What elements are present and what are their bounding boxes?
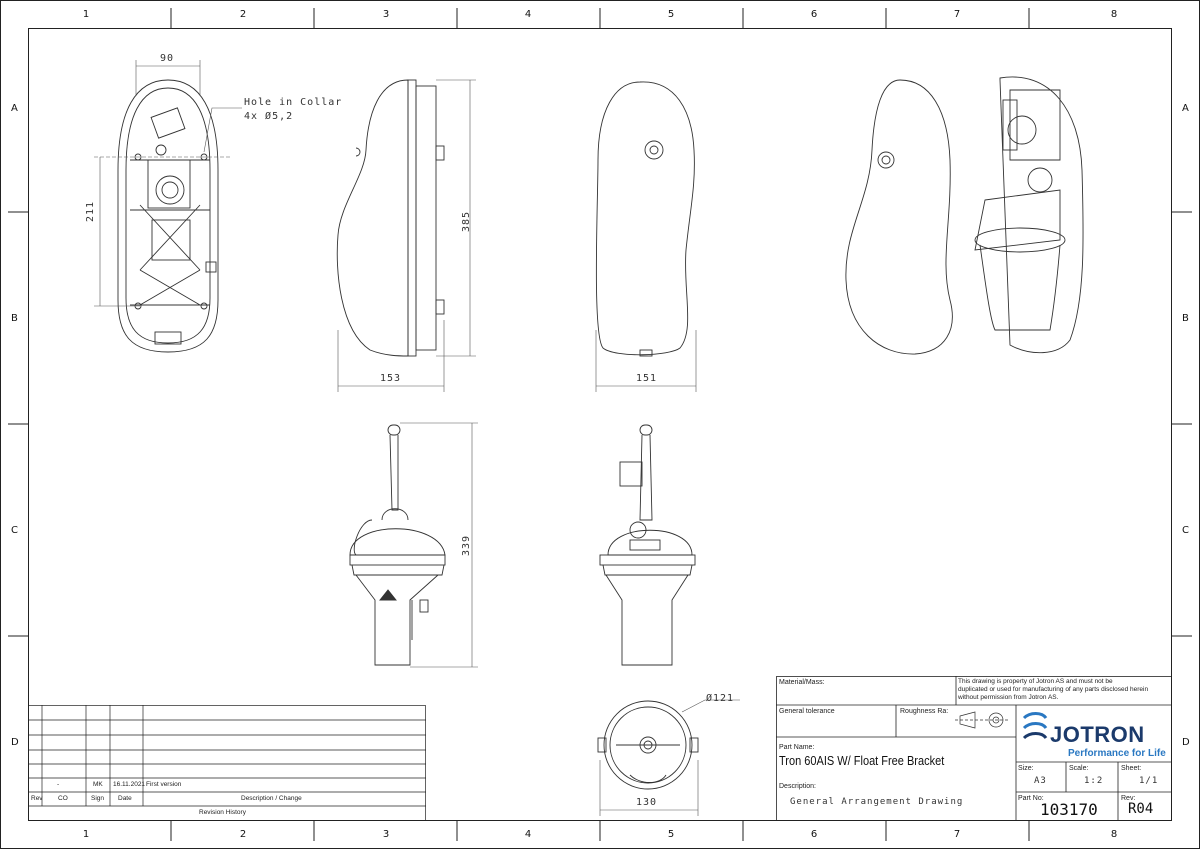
zone-col-label: 4 <box>524 829 532 840</box>
zone-col-label: 2 <box>239 829 247 840</box>
top-view <box>597 700 699 790</box>
zone-row-label: C <box>1182 525 1189 536</box>
jotron-slogan: Performance for Life <box>1068 748 1166 759</box>
revision-date-value: 16.11.2021 <box>113 781 146 788</box>
dimension-width-side: 153 <box>380 373 402 384</box>
dimension-diameter: Ø121 <box>706 693 735 704</box>
revision-header-sign: Sign <box>91 795 105 802</box>
zone-row-label: D <box>11 737 19 748</box>
zone-col-label: 6 <box>810 829 818 840</box>
zone-col-label: 7 <box>953 9 961 20</box>
sheet-value: 1/1 <box>1139 776 1159 786</box>
dim-lines-top <box>599 699 740 816</box>
roughness-label: Roughness Ra: <box>900 708 949 715</box>
revision-co-value: - <box>57 781 60 788</box>
dim-lines-side <box>337 79 476 392</box>
revision-header-description: Description / Change <box>241 795 302 802</box>
beacon-view-front <box>599 424 696 666</box>
size-label: Size: <box>1018 765 1034 772</box>
projection-symbol <box>955 711 1008 729</box>
zone-row-label: A <box>1182 103 1189 114</box>
jotron-brand: JOTRON <box>1050 722 1145 747</box>
revision-grid <box>28 705 426 821</box>
inner-border <box>28 28 1172 821</box>
zone-row-label: D <box>1182 737 1190 748</box>
scale-value: 1:2 <box>1084 776 1104 786</box>
zone-ticks <box>8 8 1192 841</box>
part-name-label: Part Name: <box>779 744 815 751</box>
zone-col-label: 8 <box>1110 829 1118 840</box>
material-label: Material/Mass: <box>779 679 825 686</box>
revision-header-rev: Rev <box>31 795 43 802</box>
revision-sign-value: MK <box>93 781 103 788</box>
dim-lines-unit <box>400 422 478 668</box>
front-view <box>595 81 695 357</box>
zone-col-label: 8 <box>1110 9 1118 20</box>
dim-lines-back <box>94 60 242 307</box>
isometric-view <box>845 76 1084 355</box>
tolerance-label: General tolerance <box>779 708 835 715</box>
zone-col-label: 1 <box>82 829 90 840</box>
sheet-label: Sheet: <box>1121 765 1142 772</box>
title-block-grid <box>776 676 1172 821</box>
part-name: Tron 60AIS W/ Float Free Bracket <box>779 754 945 769</box>
back-view-bracket <box>117 79 219 353</box>
revision-history-title: Revision History <box>199 809 246 816</box>
rev-label: Rev: <box>1121 795 1136 802</box>
rev-value: R04 <box>1128 801 1154 817</box>
zone-col-label: 5 <box>667 829 675 840</box>
zone-col-label: 3 <box>382 829 390 840</box>
hole-callout-label: Hole in Collar <box>244 97 343 108</box>
zone-col-label: 1 <box>82 9 90 20</box>
dimension-width-front: 151 <box>636 373 658 384</box>
part-no-label: Part No: <box>1018 795 1044 802</box>
side-view <box>336 79 445 357</box>
dimension-width-bottom: 130 <box>636 797 658 808</box>
revision-description-value: First version <box>146 781 182 788</box>
zone-col-label: 4 <box>524 9 532 20</box>
revision-header-date: Date <box>118 795 132 802</box>
ownership-notice-line: without permission from Jotron AS. <box>958 694 1059 701</box>
zone-col-label: 5 <box>667 9 675 20</box>
dim-lines-front <box>595 330 697 392</box>
dimension-height-left: 211 <box>85 200 96 222</box>
dimension-width-top: 90 <box>160 53 175 64</box>
beacon-view-left <box>349 424 446 666</box>
revision-header-co: CO <box>58 795 68 802</box>
scale-label: Scale: <box>1069 765 1089 772</box>
description-label: Description: <box>779 783 816 790</box>
description-value: General Arrangement Drawing <box>790 797 964 807</box>
size-value: A3 <box>1034 776 1047 786</box>
jotron-logo-mark <box>1022 712 1048 740</box>
hole-callout-spec: 4x Ø5,2 <box>244 111 294 122</box>
dimension-height-unit: 339 <box>461 534 472 556</box>
zone-row-label: C <box>11 525 18 536</box>
zone-row-label: A <box>11 103 18 114</box>
zone-row-label: B <box>11 313 18 324</box>
dimension-height-side: 385 <box>461 210 472 232</box>
ownership-notice-line: duplicated or used for manufacturing of … <box>958 686 1149 693</box>
zone-row-label: B <box>1182 313 1189 324</box>
zone-col-label: 7 <box>953 829 961 840</box>
zone-col-label: 2 <box>239 9 247 20</box>
ownership-notice-line: This drawing is property of Jotron AS an… <box>958 678 1113 685</box>
zone-col-label: 3 <box>382 9 390 20</box>
part-no-value: 103170 <box>1040 800 1098 819</box>
zone-col-label: 6 <box>810 9 818 20</box>
